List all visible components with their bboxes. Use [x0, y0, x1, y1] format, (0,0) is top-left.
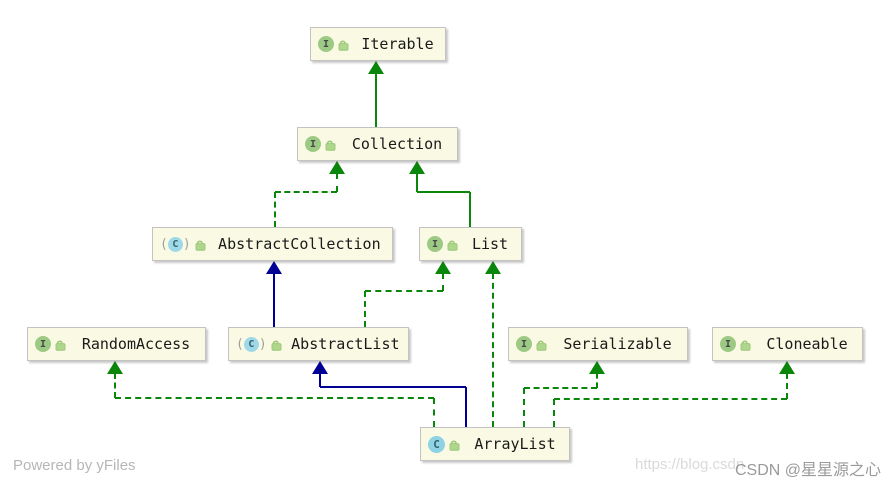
lock-open-icon [536, 340, 547, 351]
arrowhead-abstractcollection-implements-collection [329, 161, 345, 174]
node-abstract-collection[interactable]: (C) AbstractCollection [152, 227, 393, 261]
edge-collection-extends-iterable [375, 73, 377, 127]
node-label: ArrayList [474, 435, 556, 453]
edge-arraylist-implements-randomaccess [115, 397, 434, 399]
arrowhead-abstractlist-implements-list [435, 261, 451, 274]
node-random-access[interactable]: I RandomAccess [27, 327, 206, 361]
edge-abstractlist-implements-list [442, 273, 444, 291]
abstract-class-icon: (C) [236, 336, 267, 352]
arrowhead-arraylist-extends-abstractlist [312, 361, 328, 374]
edge-arraylist-implements-serializable [524, 387, 597, 389]
node-icons: (C) [160, 236, 207, 252]
lock-open-icon [740, 340, 751, 351]
edge-arraylist-implements-randomaccess [114, 373, 116, 398]
node-collection[interactable]: I Collection [297, 127, 458, 161]
edge-arraylist-extends-abstractlist [465, 387, 467, 427]
node-label: Serializable [563, 335, 672, 353]
lock-open-icon [449, 440, 460, 451]
abstract-class-circle: C [167, 236, 183, 252]
edge-list-extends-collection [417, 191, 470, 193]
edge-list-extends-collection [469, 192, 471, 227]
abstract-paren: ( [160, 236, 168, 252]
edge-abstractcollection-implements-collection [336, 173, 338, 192]
edge-arraylist-implements-randomaccess [433, 398, 435, 427]
interface-icon: I [427, 236, 443, 252]
edge-abstractlist-implements-list [365, 290, 443, 292]
edge-arraylist-extends-abstractlist [320, 386, 466, 388]
abstract-class-icon: (C) [160, 236, 191, 252]
node-label: RandomAccess [81, 335, 191, 353]
arrowhead-collection-extends-iterable [368, 61, 384, 74]
edge-arraylist-implements-serializable [596, 373, 598, 388]
node-label: AbstractCollection [218, 235, 381, 253]
class-icon: C [428, 435, 445, 453]
node-array-list[interactable]: C ArrayList [420, 427, 570, 461]
lock-open-icon [338, 40, 349, 51]
edge-arraylist-extends-abstractlist [319, 373, 321, 387]
watermark-url: https://blog.csdn [635, 456, 745, 473]
interface-icon: I [318, 36, 334, 52]
edge-arraylist-implements-cloneable [554, 398, 787, 400]
abstract-paren: ) [258, 336, 267, 352]
arrowhead-arraylist-implements-serializable [589, 361, 605, 374]
node-iterable[interactable]: I Iterable [310, 27, 446, 61]
edge-arraylist-implements-list [492, 273, 494, 427]
interface-icon: I [516, 336, 532, 352]
node-label: Collection [351, 135, 443, 153]
node-icons: I [720, 336, 752, 352]
lock-open-icon [271, 340, 282, 351]
edge-abstractlist-extends-abstractcollection [273, 273, 275, 327]
node-icons: I [305, 136, 337, 152]
node-icons: I [35, 336, 67, 352]
node-label: AbstractList [291, 335, 400, 353]
edge-arraylist-implements-cloneable [553, 399, 555, 427]
edge-list-extends-collection [416, 173, 418, 192]
arrowhead-arraylist-implements-cloneable [779, 361, 795, 374]
node-serializable[interactable]: I Serializable [508, 327, 688, 361]
arrowhead-list-extends-collection [409, 161, 425, 174]
edge-abstractlist-implements-list [364, 291, 366, 327]
watermark-csdn: CSDN @星星源之心 [735, 462, 882, 479]
abstract-paren: ) [182, 236, 191, 252]
edge-arraylist-implements-cloneable [786, 373, 788, 399]
node-cloneable[interactable]: I Cloneable [712, 327, 863, 361]
arrowhead-abstractlist-extends-abstractcollection [266, 261, 282, 274]
edge-abstractcollection-implements-collection [274, 192, 276, 227]
interface-icon: I [305, 136, 321, 152]
lock-open-icon [447, 240, 458, 251]
node-label: List [471, 235, 509, 253]
arrowhead-arraylist-implements-list [485, 261, 501, 274]
abstract-paren: ( [236, 336, 244, 352]
lock-open-icon [195, 240, 206, 251]
node-icons: I [516, 336, 548, 352]
arrowhead-arraylist-implements-randomaccess [107, 361, 123, 374]
node-icons: I [318, 36, 350, 52]
node-list[interactable]: I List [419, 227, 522, 261]
node-label: Iterable [361, 35, 434, 53]
node-abstract-list[interactable]: (C) AbstractList [228, 327, 409, 361]
lock-open-icon [325, 140, 336, 151]
node-icons: I [427, 236, 459, 252]
interface-icon: I [720, 336, 736, 352]
node-icons: C [428, 435, 461, 453]
edge-arraylist-implements-serializable [523, 388, 525, 427]
node-label: Cloneable [766, 335, 848, 353]
powered-by-yfiles-label: Powered by yFiles [13, 457, 136, 474]
interface-icon: I [35, 336, 51, 352]
edge-abstractcollection-implements-collection [275, 191, 337, 193]
node-icons: (C) [236, 336, 283, 352]
abstract-class-circle: C [243, 336, 259, 352]
lock-open-icon [55, 340, 66, 351]
